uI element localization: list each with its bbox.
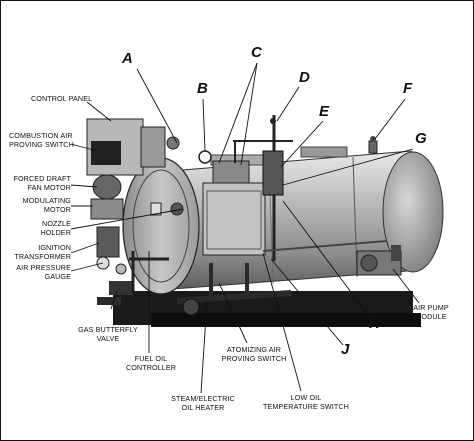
leader-forced-draft-motor (70, 184, 98, 188)
leader-low-oil-temp-switch (262, 252, 302, 392)
label-gas-butterfly-valve: GAS BUTTERFLY VALVE (78, 325, 138, 343)
leader-g (282, 148, 414, 186)
control-panel-box (86, 118, 180, 176)
label-forced-draft-motor: FORCED DRAFT FAN MOTOR (13, 174, 71, 192)
leader-lines (70, 62, 420, 394)
leader-air-pump-module (392, 268, 420, 304)
label-atomizing-air-switch: ATOMIZING AIR PROVING SWITCH (221, 345, 287, 363)
piping (176, 240, 388, 316)
label-fuel-oil-controller: FUEL OIL CONTROLLER (125, 354, 177, 372)
callout-letter-d: D (299, 69, 310, 86)
leader-atomizing-air-switch (218, 282, 248, 344)
leader-nozzle-holder (70, 208, 184, 230)
burner-components (90, 174, 169, 295)
leader-j (270, 258, 344, 346)
leader-f (374, 98, 406, 140)
callout-letter-f: F (403, 80, 413, 97)
leader-gas-butterfly-valve (110, 290, 118, 310)
callout-letter-h: H (369, 315, 380, 332)
callout-letter-e: E (319, 103, 330, 120)
label-modulating-motor: MODULATING MOTOR (22, 196, 71, 214)
callout-letter-g: G (415, 130, 427, 147)
callout-letter-c: C (251, 44, 262, 61)
safety-valve (368, 136, 378, 154)
leader-e (280, 120, 324, 168)
label-combustion-air-switch: COMBUSTION AIR PROVING SWITCH (9, 131, 74, 149)
air-pump-assembly (356, 245, 402, 276)
label-nozzle-holder: NOZZLE HOLDER (40, 219, 71, 237)
leader-c2 (240, 62, 258, 166)
leader-b (202, 98, 206, 152)
water-column (233, 115, 293, 261)
leader-control-panel (86, 101, 112, 122)
callout-letter-b: B (197, 80, 208, 97)
label-air-pressure-gauge: AIR PRESSURE GAUGE (16, 263, 71, 281)
leader-combustion-air-switch (70, 143, 98, 152)
callout-letter-a: A (122, 50, 133, 67)
callout-letter-j: J (341, 341, 350, 358)
leader-air-pressure-gauge (70, 262, 104, 272)
label-steam-electric-heater: STEAM/ELECTRIC OIL HEATER (171, 394, 235, 412)
leader-d (276, 86, 300, 122)
label-control-panel: CONTROL PANEL (31, 94, 93, 103)
label-low-oil-temp-switch: LOW OIL TEMPERATURE SWITCH (263, 393, 349, 411)
leader-steam-electric-heater (200, 300, 208, 394)
leader-ignition-transformer (70, 242, 100, 254)
label-air-pump-module: AIR PUMP MODULE (413, 303, 449, 321)
leader-h (282, 200, 372, 320)
electrical-enclosure (198, 150, 266, 256)
leader-c1 (218, 62, 258, 164)
leader-a (136, 68, 178, 144)
label-ignition-transformer: IGNITION TRANSFORMER (14, 243, 71, 261)
